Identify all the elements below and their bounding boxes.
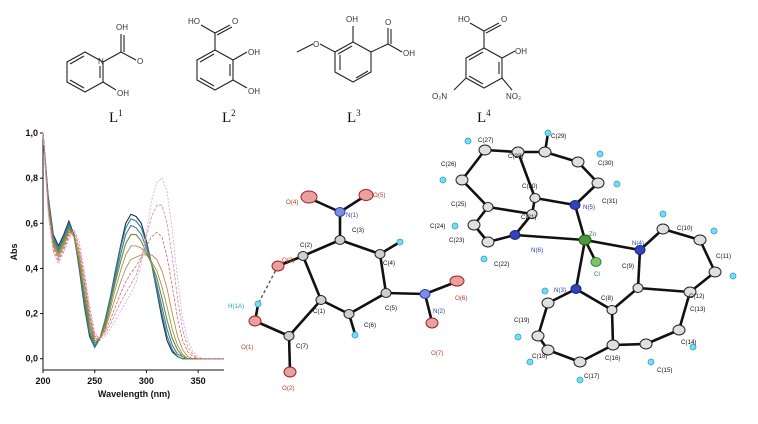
atom-c31: C(31) — [602, 198, 617, 205]
y-axis-title: Abs — [9, 243, 19, 260]
l2-oh2-label: OH — [248, 87, 260, 96]
atom-c10: C(10) — [677, 225, 692, 232]
atom-c7: C(7) — [296, 343, 308, 350]
ligand-l1-structure: N OH O OH — [66, 23, 143, 98]
atom-c24: C(24) — [430, 223, 445, 230]
atom-c15: C(15) — [657, 367, 672, 374]
atom-n2: N(2) — [433, 308, 445, 315]
atom-c14: C(14) — [681, 339, 696, 346]
y-tick-label: 0,4 — [25, 263, 38, 273]
atom-c19: C(19) — [514, 317, 529, 324]
l4-ho-label: HO — [458, 15, 470, 24]
atom-h1a: H(1A) — [228, 303, 244, 310]
atom-o2: O(2) — [282, 385, 294, 392]
atom-c29: C(29) — [551, 133, 566, 140]
atom-zn: Zn — [589, 231, 597, 238]
l4-oh-label: OH — [515, 47, 527, 56]
atom-c26: C(26) — [441, 161, 456, 168]
atom-c22: C(22) — [494, 261, 509, 268]
y-tick-label: 0,2 — [25, 309, 38, 319]
l3-oh-acid-label: OH — [403, 49, 415, 58]
l4-no2-left-label: O₂N — [432, 92, 447, 101]
y-axis-ticks: 0,0 0,2 0,4 0,6 0,8 1,0 — [25, 128, 43, 364]
ligand-l4-structure: HO O OH O₂N NO₂ — [432, 15, 527, 101]
atom-c27: C(27) — [478, 137, 493, 144]
l4-o-label: O — [501, 15, 507, 24]
atom-c17: C(17) — [584, 373, 599, 380]
x-tick-label: 350 — [191, 376, 206, 386]
l2-ho-label: HO — [188, 17, 200, 26]
zinc-complex-atoms — [439, 129, 737, 384]
atom-c6: C(6) — [364, 322, 376, 329]
l1-oh-bottom-label: OH — [117, 89, 129, 98]
spectrum-series-line — [42, 132, 224, 360]
atom-o5: O(5) — [373, 192, 385, 199]
l1-n-label: N — [98, 57, 104, 66]
l2-o-label: O — [232, 17, 238, 26]
l3-ether-o-label: O — [313, 40, 319, 49]
atom-o6: O(6) — [455, 295, 467, 302]
atom-c23: C(23) — [449, 237, 464, 244]
atom-c5: C(5) — [385, 305, 397, 312]
l1-o-label: O — [137, 57, 143, 66]
atom-n1: N(1) — [346, 212, 358, 219]
atom-c13: C(13) — [690, 306, 705, 313]
nitro-ligand-ortep: O(4) O(5) N(1) O(3) C(2) C(3) C(4) H(1A)… — [228, 189, 467, 392]
x-axis-ticks: 200 250 300 350 — [35, 370, 206, 386]
spectrum-series — [42, 132, 224, 360]
atom-c28: C(28) — [508, 153, 523, 160]
atom-c8: C(8) — [601, 295, 613, 302]
atom-o1: O(1) — [241, 344, 253, 351]
x-axis-title: Wavelength (nm) — [98, 389, 170, 399]
l2-oh1-label: OH — [248, 48, 260, 57]
y-tick-label: 0,6 — [25, 218, 38, 228]
ligand-l1-label: L1 — [109, 108, 123, 126]
ligand-l3-structure: OH O O OH — [296, 15, 415, 83]
atom-n5: N(5) — [583, 204, 595, 211]
atom-c18: C(18) — [532, 353, 547, 360]
atom-c2: C(2) — [300, 242, 312, 249]
atom-c3: C(3) — [352, 227, 364, 234]
atom-c30: C(30) — [598, 160, 613, 167]
atom-c25: C(25) — [451, 201, 466, 208]
atom-o3: O(3) — [282, 257, 294, 264]
l3-o-label: O — [385, 18, 391, 27]
ligand-l3-label: L3 — [347, 108, 361, 126]
atom-c20: C(20) — [522, 183, 537, 190]
ligand-l2-structure: HO O OH OH — [188, 17, 260, 96]
spectrum-series-line — [42, 132, 224, 360]
atom-n4: N(4) — [632, 240, 644, 247]
atom-c12: C(12) — [689, 293, 704, 300]
atom-n6: N(6) — [531, 247, 543, 254]
atom-c9: C(9) — [622, 263, 634, 270]
atom-o7: O(7) — [431, 350, 443, 357]
l3-oh-label: OH — [346, 15, 358, 24]
x-tick-label: 250 — [87, 376, 102, 386]
l4-no2-right-label: NO₂ — [506, 92, 521, 101]
spectrum-series-line — [42, 132, 224, 360]
zinc-complex-ortep: C(29) C(27) C(28) C(30) C(26) C(20) C(31… — [430, 129, 737, 384]
x-tick-label: 300 — [139, 376, 154, 386]
atom-n3: N(3) — [554, 287, 566, 294]
y-tick-label: 0,0 — [25, 354, 38, 364]
atom-cl: Cl — [594, 271, 600, 278]
atom-c11: C(11) — [716, 253, 731, 260]
atom-c21: C(21) — [521, 214, 536, 221]
spectrum-series-line — [42, 132, 224, 360]
atom-o4: O(4) — [286, 199, 298, 206]
y-tick-label: 0,8 — [25, 173, 38, 183]
uv-vis-spectrum-chart: 0,0 0,2 0,4 0,6 0,8 1,0 200 250 300 350 Waveleng… — [9, 128, 224, 399]
y-tick-label: 1,0 — [25, 128, 38, 138]
atom-c4: C(4) — [383, 260, 395, 267]
nitro-atoms — [248, 189, 465, 378]
l1-oh-top-label: OH — [116, 23, 128, 32]
atom-c1: C(1) — [313, 308, 325, 315]
ligand-l4-label: L4 — [477, 108, 491, 126]
ligand-l2-label: L2 — [222, 108, 236, 126]
atom-c16: C(16) — [605, 355, 620, 362]
x-tick-label: 200 — [35, 376, 50, 386]
